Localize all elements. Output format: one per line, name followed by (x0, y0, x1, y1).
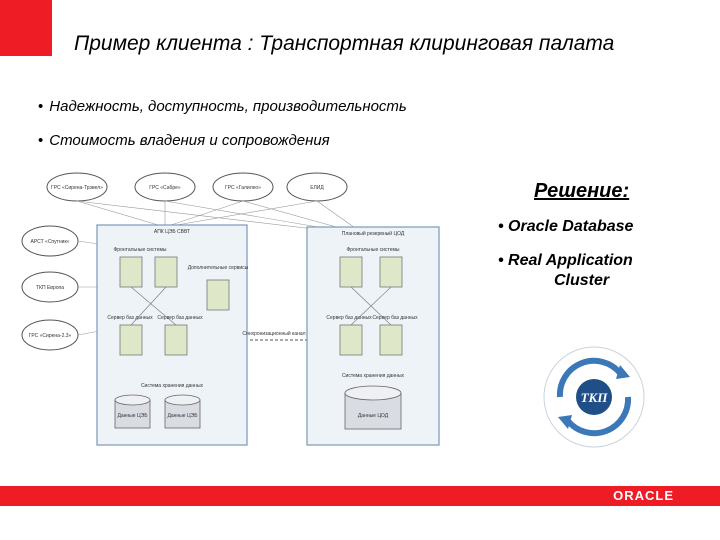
cloud-sabre: ГРС «Сабре» (134, 172, 196, 202)
cloud-label: ГРС «Сабре» (149, 185, 181, 191)
db-server-label: Сервер баз данных (157, 315, 203, 321)
database-icon: Данные ЦЭБ (114, 394, 151, 429)
solution-item-label: Real Application (508, 252, 633, 269)
solution-panel: Решение: • Oracle Database • Real Applic… (498, 180, 698, 291)
solution-item-label: Oracle Database (508, 218, 634, 235)
db-label: Данные ЦЭБ (117, 413, 148, 419)
storage-label: Система хранения данных (342, 373, 405, 379)
server-icon (339, 324, 363, 356)
bullet-dot-icon: • (38, 98, 44, 115)
cloud-label: ЕЛИД (310, 185, 324, 191)
storage-label: Система хранения данных (141, 383, 204, 389)
db-label: Данные ЦОД (358, 413, 389, 419)
cloud-tkp-europe: ТКП Европа (21, 271, 79, 303)
cloud-sirena-23: ГРС «Сирена-2.3» (21, 319, 79, 351)
server-icon (119, 324, 143, 356)
server-icon (164, 324, 188, 356)
database-icon: Данные ЦОД (344, 385, 402, 430)
cloud-label: ГРС «Сирена-Трэвел» (51, 185, 103, 191)
solution-item-rac: • Real Application (498, 252, 633, 269)
db-server-label: Сервер баз данных (107, 315, 153, 321)
cloud-label: ГРС «Галилео» (225, 185, 261, 191)
cloud-galileo: ГРС «Галилео» (212, 172, 274, 202)
cloud-label: ГРС «Сирена-2.3» (29, 333, 72, 339)
cloud-arst: АРСТ «Спутник» (21, 225, 79, 257)
server-icon (339, 256, 363, 288)
box-title: АПК ЦЭБ СВВТ (154, 229, 190, 235)
db-server-label: Сервер баз данных (372, 315, 418, 321)
db-label: Данные ЦЭБ (167, 413, 198, 419)
frontal-label: Фронтальные системы (113, 247, 166, 253)
cloud-label: ТКП Европа (36, 285, 64, 291)
cloud-elid: ЕЛИД (286, 172, 348, 202)
main-datacenter-box: АПК ЦЭБ СВВТ Фронтальные системы Дополни… (96, 224, 249, 446)
red-accent-tab (0, 0, 52, 56)
solution-item-database: • Oracle Database (498, 218, 634, 235)
bullet-text: Надежность, доступность, производительно… (49, 98, 407, 115)
solution-item-rac-cont: Cluster (554, 272, 610, 289)
bullet-dot-icon: • (38, 132, 44, 149)
box-title: Плановый резервный ЦОД (342, 230, 405, 237)
server-icon (379, 256, 403, 288)
footer-bar (0, 486, 720, 506)
tkp-logo: ТКП (543, 346, 645, 448)
logo-text: ТКП (581, 390, 609, 405)
replication-label: Синхронизационный канал передачи данных (242, 330, 348, 337)
server-icon (154, 256, 178, 288)
server-icon (119, 256, 143, 288)
frontal-label: Фронтальные системы (346, 247, 399, 253)
server-icon (379, 324, 403, 356)
db-server-label: Сервер баз данных (326, 315, 372, 321)
slide-title: Пример клиента : Транспортная клирингова… (74, 32, 615, 55)
cloud-label: АРСТ «Спутник» (31, 239, 70, 245)
solution-heading: Решение: (534, 180, 630, 202)
architecture-diagram: ГРС «Сирена-Трэвел» ГРС «Сабре» ГРС «Гал… (21, 172, 440, 446)
bullet-text: Стоимость владения и сопровождения (49, 132, 330, 149)
extra-services-label: Дополнительные сервисы (188, 265, 249, 271)
server-icon (206, 279, 230, 311)
bullet-reliability: • Надежность, доступность, производительн… (38, 98, 407, 115)
database-icon: Данные ЦЭБ (164, 394, 201, 429)
cloud-sirena-travel: ГРС «Сирена-Трэвел» (46, 172, 108, 202)
bullet-cost: • Стоимость владения и сопровождения (38, 132, 330, 149)
oracle-logo: ORACLE (613, 488, 674, 503)
reserve-datacenter-box: Плановый резервный ЦОД Фронтальные систе… (306, 226, 440, 446)
